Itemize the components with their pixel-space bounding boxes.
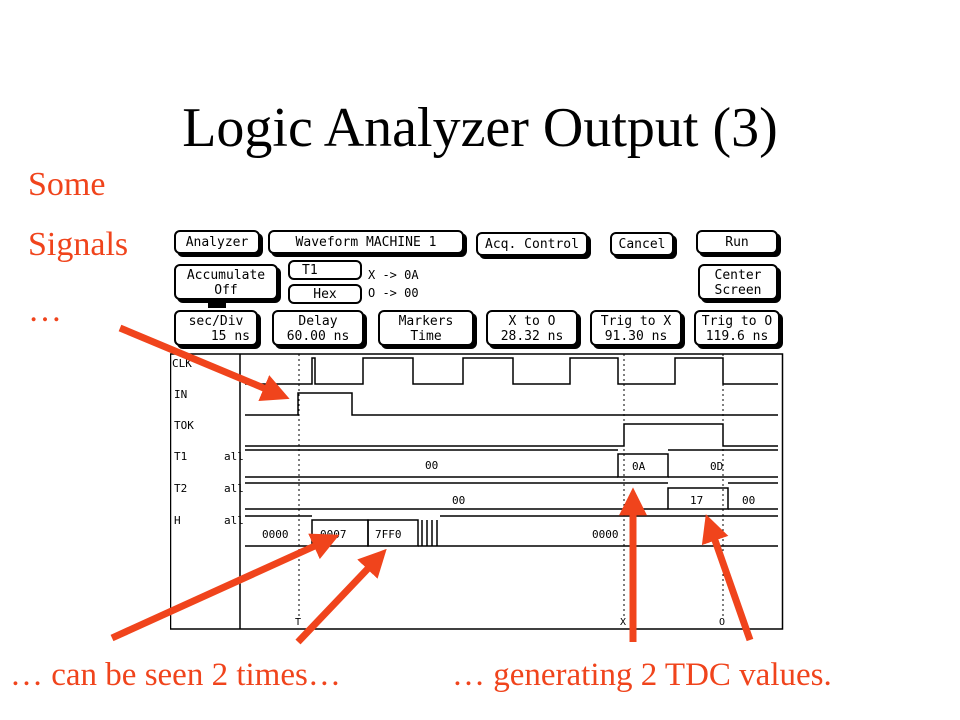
h-value-1: 0007 (320, 528, 347, 541)
waveform-menu-button[interactable]: Waveform MACHINE 1 (268, 230, 464, 254)
trig-to-o-label: Trig to O (701, 314, 773, 329)
signal-name-in: IN (174, 388, 187, 401)
trig-to-o-field[interactable]: Trig to O 119.6 ns (694, 310, 780, 346)
label-field-value: T1 (302, 263, 318, 278)
markers-value: Time (410, 329, 442, 344)
base-field[interactable]: Hex (288, 284, 362, 304)
h-value-0: 0000 (262, 528, 289, 541)
in-waveform (245, 392, 778, 416)
t1-value-2: 0D (710, 460, 723, 473)
trig-to-x-value: 91.30 ns (604, 329, 668, 344)
markers-field[interactable]: Markers Time (378, 310, 474, 346)
t1-bus: 00 0A 0D (245, 449, 778, 478)
waveform-display: CLK IN TOK T1 all T2 all H all T X O 00 … (170, 353, 784, 630)
run-label: Run (725, 235, 749, 250)
t2-value-2: 00 (742, 494, 755, 507)
accumulate-value: Off (214, 283, 238, 298)
t2-value-1: 17 (690, 494, 703, 507)
accumulate-label: Accumulate (186, 268, 266, 283)
waveform-frame (170, 353, 784, 630)
label-field[interactable]: T1 (288, 260, 362, 280)
cancel-label: Cancel (618, 237, 666, 252)
signal-name-t2: T2 (174, 482, 187, 495)
analyzer-menu-button[interactable]: Analyzer (174, 230, 260, 254)
trig-to-x-label: Trig to X (600, 314, 672, 329)
t1-value-0: 00 (425, 459, 438, 472)
signal-mode-h: all (224, 514, 244, 527)
analyzer-menu-label: Analyzer (185, 235, 249, 250)
cancel-button[interactable]: Cancel (610, 232, 674, 256)
clk-waveform (245, 357, 778, 385)
x-to-o-field[interactable]: X to O 28.32 ns (486, 310, 578, 346)
run-button[interactable]: Run (696, 230, 778, 254)
accumulate-toggle[interactable]: Accumulate Off (174, 264, 278, 300)
signal-mode-t1: all (224, 450, 244, 463)
annotation-signals: Signals (28, 226, 129, 263)
delay-value: 60.00 ns (286, 329, 350, 344)
annotation-seen-twice: … can be seen 2 times… (10, 657, 341, 693)
x-to-o-label: X to O (508, 314, 556, 329)
x-marker-label: X (620, 617, 626, 628)
t2-value-0: 00 (452, 494, 465, 507)
signal-name-h: H (174, 514, 181, 527)
signal-mode-t2: all (224, 482, 244, 495)
h-bus: 0000 0007 7FF0 0000 (245, 515, 778, 547)
h-value-2: 7FF0 (375, 528, 402, 541)
marker-x-pattern: X -> 0A (368, 268, 419, 282)
accumulate-tab-marker (208, 302, 226, 308)
base-field-value: Hex (313, 287, 337, 302)
o-marker-label: O (719, 617, 725, 628)
annotation-tdc-values: … generating 2 TDC values. (452, 657, 832, 693)
markers-label: Markers (398, 314, 454, 329)
delay-label: Delay (298, 314, 338, 329)
slide-title: Logic Analyzer Output (3) (182, 97, 778, 159)
marker-o-pattern: O -> 00 (368, 286, 419, 300)
annotation-some: Some (28, 166, 106, 203)
signal-name-clk: CLK (172, 357, 192, 370)
t2-bus: 00 17 00 (245, 482, 778, 510)
tok-waveform (245, 423, 778, 447)
signal-name-t1: T1 (174, 450, 187, 463)
trigger-marker-label: T (295, 617, 301, 628)
acq-control-button[interactable]: Acq. Control (476, 232, 588, 256)
trig-to-x-field[interactable]: Trig to X 91.30 ns (590, 310, 682, 346)
center-screen-label-1: Center (714, 268, 762, 283)
center-screen-button[interactable]: Center Screen (698, 264, 778, 300)
center-screen-label-2: Screen (714, 283, 762, 298)
t1-value-1: 0A (632, 460, 646, 473)
logic-analyzer-screen: Analyzer Waveform MACHINE 1 Acq. Control… (170, 224, 784, 630)
signal-name-tok: TOK (174, 419, 194, 432)
acq-control-label: Acq. Control (485, 237, 579, 252)
waveform-menu-label: Waveform MACHINE 1 (295, 235, 437, 250)
h-value-3: 0000 (592, 528, 619, 541)
x-to-o-value: 28.32 ns (500, 329, 564, 344)
trig-to-o-value: 119.6 ns (705, 329, 769, 344)
annotation-ellipsis: … (28, 292, 62, 329)
